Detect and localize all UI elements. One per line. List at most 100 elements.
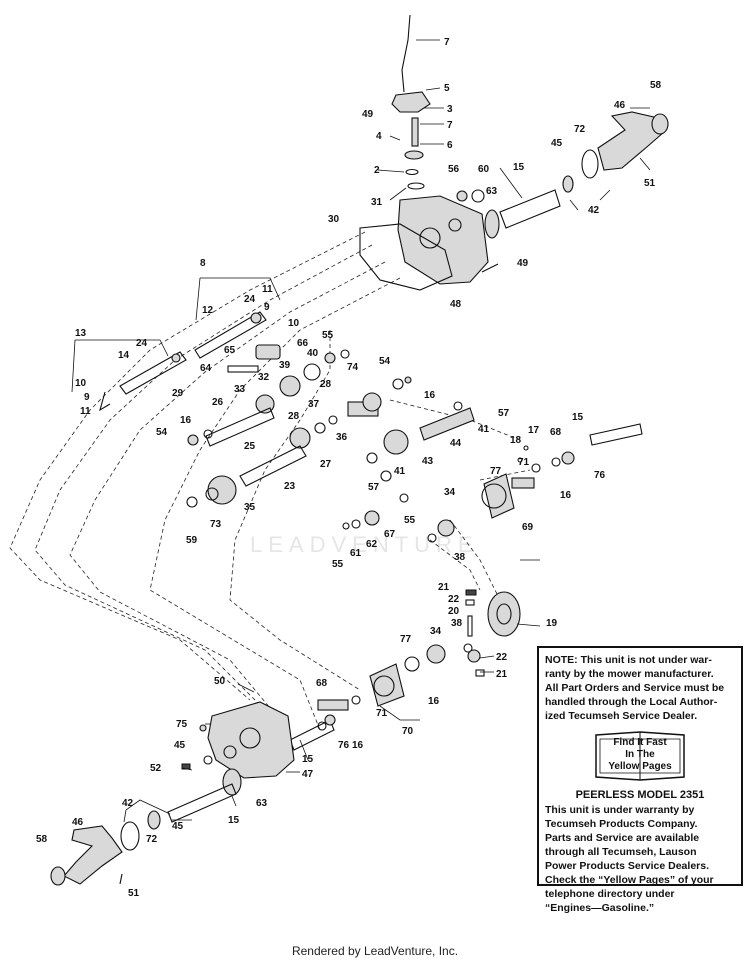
callout-58a: 58: [650, 80, 662, 91]
callout-9a: 9: [264, 302, 270, 313]
yellow-pages-book-icon: Find It Fast In The Yellow Pages: [592, 729, 688, 783]
callout-18: 18: [510, 435, 522, 446]
callout-63a: 63: [486, 186, 498, 197]
warranty-line: “Engines—Gasoline.”: [545, 902, 655, 914]
callout-38a: 38: [454, 552, 466, 563]
callout-16e: 16: [352, 740, 364, 751]
callout-33: 33: [234, 384, 246, 395]
yellow-pages-line: Find It Fast: [613, 737, 667, 748]
note-line: ized Tecumseh Service Dealer.: [545, 710, 698, 722]
callout-6: 6: [447, 140, 453, 151]
callout-54b: 54: [156, 427, 168, 438]
callout-15d: 15: [228, 815, 240, 826]
callout-52: 52: [150, 763, 162, 774]
callout-24b: 24: [136, 338, 148, 349]
footer-credit: Rendered by LeadVenture, Inc.: [291, 944, 459, 958]
callout-57b: 57: [368, 482, 380, 493]
callout-44: 44: [450, 438, 462, 449]
callout-49a: 49: [362, 109, 374, 120]
callout-55a: 55: [322, 330, 334, 341]
callout-7a: 7: [444, 37, 450, 48]
warranty-line: Check the “Yellow Pages” of your: [545, 874, 714, 886]
yellow-pages-line: Yellow Pages: [608, 761, 672, 772]
callout-25: 25: [244, 441, 256, 452]
callout-22b: 22: [496, 652, 508, 663]
note-line: ranty by the mower manufacturer.: [545, 668, 714, 680]
callout-16a: 16: [424, 390, 436, 401]
model-title: PEERLESS MODEL 2351: [575, 789, 705, 801]
lower-housing-group: [50, 701, 295, 886]
callout-46a: 46: [614, 100, 626, 111]
callout-21a: 21: [438, 582, 450, 593]
callout-43: 43: [422, 456, 434, 467]
callout-28a: 28: [320, 379, 332, 390]
callout-42b: 42: [122, 798, 134, 809]
warranty-line: Power Products Service Dealers.: [545, 860, 709, 872]
callout-75: 75: [176, 719, 188, 730]
callout-29: 29: [172, 388, 184, 399]
callout-63b: 63: [256, 798, 268, 809]
warranty-line: through all Tecumseh, Lauson: [545, 846, 697, 858]
callout-22a: 22: [448, 594, 460, 605]
note-line: All Part Orders and Service must be: [545, 682, 725, 694]
callout-68b: 68: [316, 678, 328, 689]
callout-61: 61: [350, 548, 362, 559]
callout-73: 73: [210, 519, 222, 530]
callout-67: 67: [384, 529, 396, 540]
shift-assemblies: [71, 277, 281, 412]
callout-24a: 24: [244, 294, 256, 305]
callout-49b: 49: [517, 258, 529, 269]
callout-26: 26: [212, 397, 224, 408]
warranty-line: This unit is under warranty by: [545, 804, 695, 816]
callout-7b: 7: [447, 120, 453, 131]
callout-15a: 15: [513, 162, 525, 173]
callout-35: 35: [244, 502, 256, 513]
callout-4: 4: [376, 131, 382, 142]
callout-50: 50: [214, 676, 226, 687]
note-box: NOTE: This unit is not under war- ranty …: [537, 646, 743, 914]
callout-21b: 21: [496, 669, 508, 680]
callout-54a: 54: [379, 356, 391, 367]
callout-16d: 16: [428, 696, 440, 707]
callout-65: 65: [224, 345, 236, 356]
gear-train-group: [186, 344, 643, 543]
callout-56: 56: [448, 164, 460, 175]
callout-68a: 68: [550, 427, 562, 438]
leader-lines: [172, 39, 651, 821]
warranty-line: Parts and Service are available: [545, 832, 700, 844]
callout-27: 27: [320, 459, 332, 470]
callout-72a: 72: [574, 124, 586, 135]
callout-42a: 42: [588, 205, 600, 216]
callout-72b: 72: [146, 834, 158, 845]
callout-11b: 11: [80, 406, 91, 417]
callout-8: 8: [200, 258, 206, 269]
callout-55c: 55: [332, 559, 344, 570]
callout-28b: 28: [288, 411, 300, 422]
callout-71a: 71: [518, 457, 530, 468]
callout-41a: 41: [478, 424, 490, 435]
callout-39: 39: [279, 360, 291, 371]
callout-2: 2: [374, 165, 380, 176]
callout-15c: 15: [302, 754, 314, 765]
yellow-pages-line: In The: [625, 749, 655, 760]
callout-45a: 45: [551, 138, 563, 149]
callout-19: 19: [546, 618, 558, 629]
callout-59: 59: [186, 535, 198, 546]
callout-71b: 71: [376, 708, 388, 719]
callout-47: 47: [302, 769, 314, 780]
callout-45b: 45: [174, 740, 186, 751]
callout-76a: 76: [594, 470, 606, 481]
note-line: handled through the Local Author-: [545, 696, 718, 708]
callout-55b: 55: [404, 515, 416, 526]
callout-3: 3: [447, 104, 453, 115]
warranty-line: Tecumseh Products Company.: [545, 818, 698, 830]
callout-38b: 38: [451, 618, 463, 629]
callout-9b: 9: [84, 392, 90, 403]
note-line: NOTE: This unit is not under war-: [545, 654, 712, 666]
callout-16c: 16: [560, 490, 572, 501]
callout-70: 70: [402, 726, 414, 737]
callout-51b: 51: [128, 888, 140, 899]
callout-57a: 57: [498, 408, 510, 419]
callout-17: 17: [528, 425, 540, 436]
